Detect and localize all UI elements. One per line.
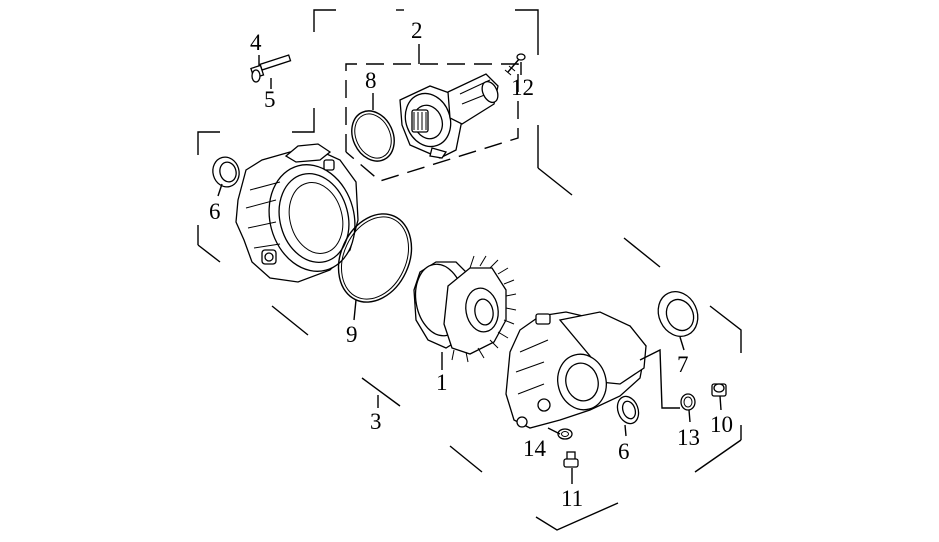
o-ring-part-9 <box>337 213 413 303</box>
callout-9: 9 <box>346 322 358 347</box>
callout-5: 5 <box>264 87 276 112</box>
callout-labels: 4 5 2 8 12 6 9 1 3 7 6 13 10 14 11 <box>209 18 733 511</box>
screw-part-12 <box>504 53 526 76</box>
front-housing-part-3 <box>235 143 359 283</box>
callout-6-left: 6 <box>209 199 221 224</box>
callout-4: 4 <box>250 30 262 55</box>
actuator-subassembly-box <box>345 63 519 182</box>
callout-2: 2 <box>411 18 423 43</box>
actuator-motor-part-2 <box>399 73 499 159</box>
o-ring-part-8 <box>351 110 395 162</box>
callout-14: 14 <box>523 436 547 461</box>
oil-seal-part-6-left <box>212 156 240 188</box>
callout-6-right: 6 <box>618 439 630 464</box>
differential-gear-part-1 <box>413 255 517 363</box>
callout-8: 8 <box>365 68 377 93</box>
callout-11: 11 <box>561 486 583 511</box>
rear-housing <box>505 311 647 429</box>
drain-plug-part-10 <box>711 383 727 397</box>
washer-part-14 <box>557 428 573 440</box>
callout-10: 10 <box>710 412 733 437</box>
leader-lines <box>217 44 722 484</box>
callout-7: 7 <box>677 352 689 377</box>
oil-seal-part-6-right <box>616 395 640 425</box>
oil-seal-part-7 <box>657 291 699 337</box>
callout-12: 12 <box>511 75 534 100</box>
plug-bolt-part-11 <box>563 451 579 468</box>
assembly-outline <box>197 9 742 531</box>
callout-13: 13 <box>677 425 700 450</box>
callout-1: 1 <box>436 370 448 395</box>
nut-part-4 <box>251 69 261 83</box>
callout-3: 3 <box>370 409 382 434</box>
washer-part-13 <box>680 393 696 411</box>
